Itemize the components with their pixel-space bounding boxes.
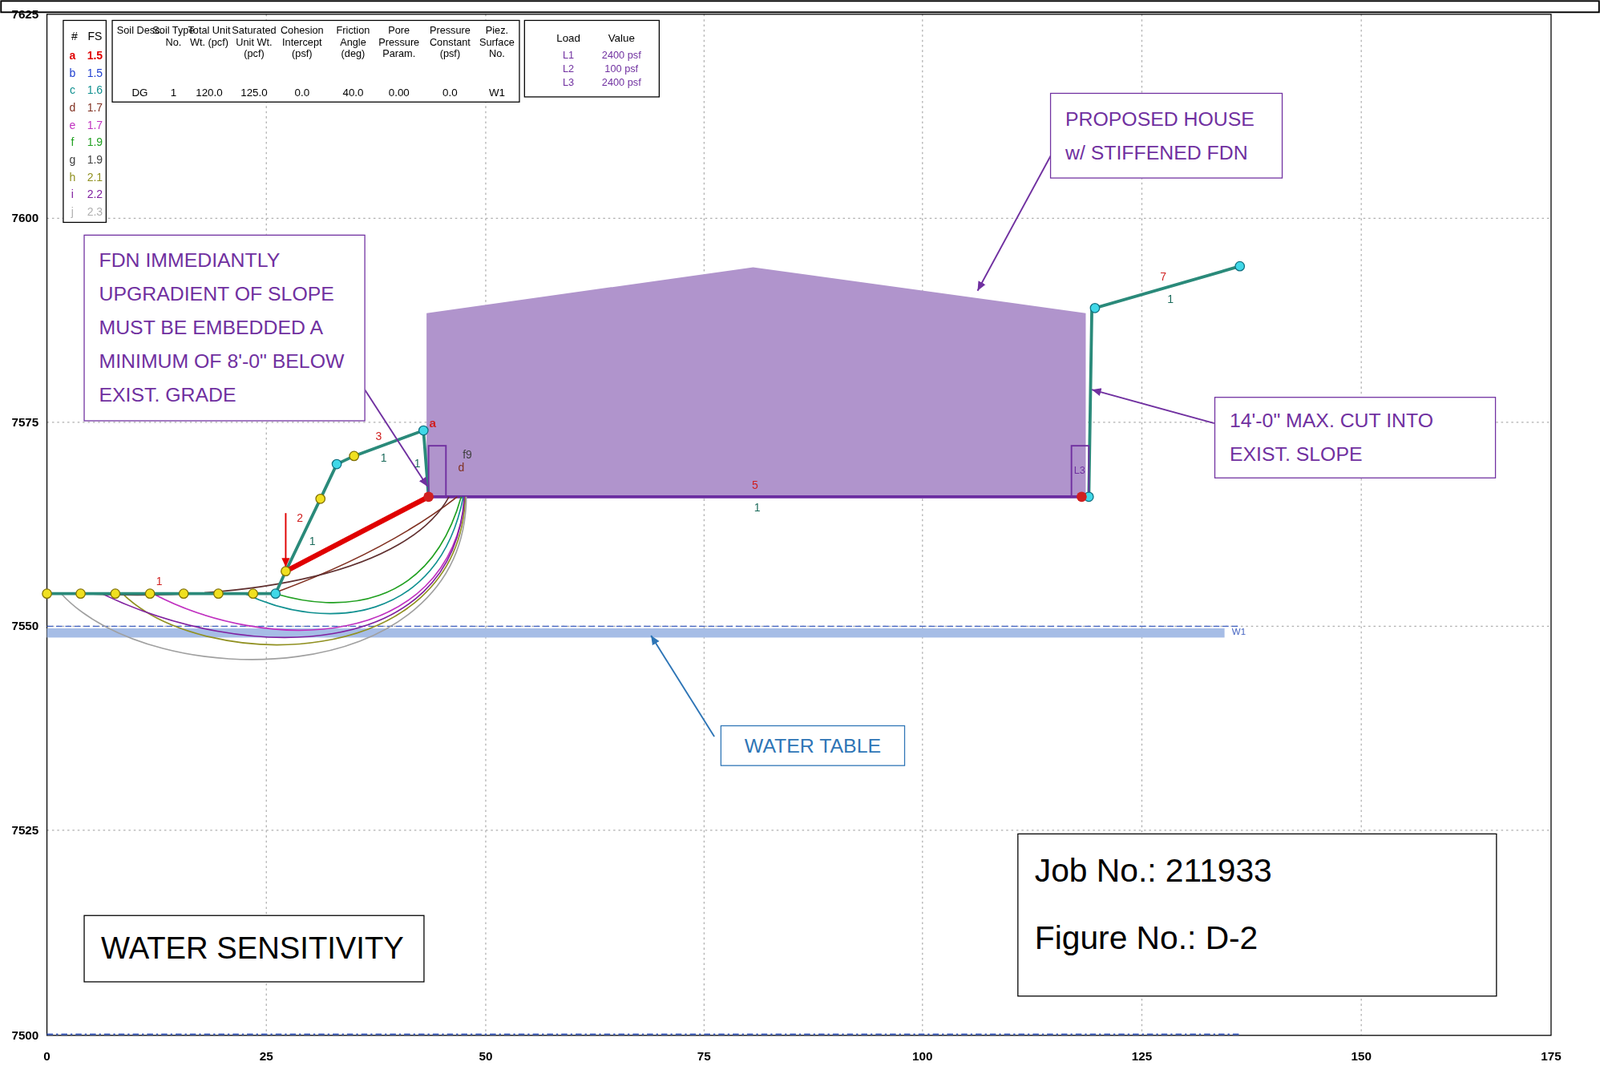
legend-key: d	[68, 102, 76, 115]
axis-tick: 175	[1540, 1050, 1561, 1064]
legend-value: 1.5	[87, 67, 103, 80]
axis-tick: 7500	[11, 1029, 39, 1043]
segment-number: 3	[375, 430, 382, 443]
table-cell: L2	[562, 64, 574, 75]
axis-tick: 7525	[11, 824, 39, 837]
table-header: Pore Pressure Param.	[375, 24, 423, 61]
table-cell: 2400 psf	[602, 50, 642, 61]
table-cell: DG	[131, 87, 148, 99]
segment-number: 1	[414, 458, 421, 471]
callout-box: 14'-0" MAX. CUT INTO EXIST. SLOPE	[1214, 396, 1496, 479]
table-cell: 0.00	[388, 87, 410, 99]
callout-text: PROPOSED HOUSE w/ STIFFENED FDN	[1065, 101, 1268, 170]
legend-value: 2.1	[87, 171, 103, 184]
table-cell: FS	[87, 30, 102, 43]
table-cell: 1	[170, 87, 177, 99]
legend-key: b	[68, 67, 76, 80]
legend-value: 1.9	[87, 153, 103, 166]
axis-tick: 7575	[11, 416, 39, 429]
callout-text: Figure No.: D-2	[1034, 904, 1480, 972]
table-header: Piez. Surface No.	[473, 24, 522, 61]
legend-value: 2.2	[87, 189, 103, 202]
callout-text: WATER TABLE	[733, 732, 892, 760]
axis-tick: 7625	[11, 8, 39, 21]
callout-box: WATER TABLE	[720, 725, 906, 767]
table-cell: #	[71, 30, 78, 43]
axis-tick: 75	[697, 1050, 712, 1064]
table-cell: L3	[562, 76, 574, 88]
table-header: Load	[556, 32, 581, 44]
legend-key: a	[68, 50, 76, 63]
segment-number: 1	[309, 535, 316, 548]
legend-value: 1.7	[87, 119, 103, 132]
table-cell: 125.0	[240, 87, 267, 99]
table-cell: 2400 psf	[602, 76, 642, 88]
legend-value: 1.5	[87, 50, 103, 63]
axis-tick: 0	[43, 1050, 51, 1064]
legend-key: f	[70, 137, 74, 150]
segment-number: 5	[751, 479, 759, 492]
callout-box: FDN IMMEDIANTLY UPGRADIENT OF SLOPE MUST…	[83, 234, 365, 422]
axis-tick: 150	[1350, 1050, 1371, 1064]
legend-key: e	[68, 119, 76, 132]
surface-letter: d	[457, 462, 465, 475]
legend-key: g	[68, 153, 76, 166]
segment-number: 1	[156, 575, 163, 588]
table-cell: W1	[488, 87, 506, 99]
legend-value: 1.9	[87, 137, 103, 150]
legend-value: 1.6	[87, 84, 103, 97]
load-label: L3	[1074, 465, 1086, 477]
table-header: Value	[608, 32, 635, 44]
axis-tick: 100	[912, 1050, 933, 1064]
axis-tick: 7550	[11, 619, 39, 633]
legend-value: 2.3	[87, 206, 103, 219]
table-cell: 100 psf	[604, 64, 639, 75]
title-box: WATER SENSITIVITY	[83, 915, 425, 983]
segment-number: 1	[380, 452, 388, 465]
axis-tick: 7600	[11, 211, 39, 225]
table-header: Saturated Unit Wt. (pcf)	[230, 24, 279, 61]
segment-number: 2	[296, 512, 304, 525]
legend-key: i	[71, 189, 74, 202]
callout-text: WATER SENSITIVITY	[101, 922, 408, 976]
axis-tick: 50	[478, 1050, 493, 1064]
segment-number: 7	[1159, 271, 1167, 284]
callout-text: FDN IMMEDIANTLY UPGRADIENT OF SLOPE MUST…	[98, 243, 350, 413]
segment-number: 1	[1167, 294, 1174, 307]
legend-key: c	[69, 84, 76, 97]
legend-key: h	[68, 171, 76, 184]
table-cell: L1	[562, 50, 574, 61]
surface-letter: a	[428, 416, 437, 430]
info-box: Job No.: 211933Figure No.: D-2	[1017, 833, 1497, 998]
surface-letter: f9	[462, 448, 473, 461]
table-cell: 0.0	[294, 87, 311, 99]
table-cell: 40.0	[342, 87, 364, 99]
table-header: Pressure Constant (psf)	[426, 24, 474, 61]
table-cell: 0.0	[442, 87, 458, 99]
table-header: Friction Angle (deg)	[329, 24, 377, 61]
segment-number: 1	[754, 501, 761, 514]
table-header: Cohesion Intercept (psf)	[278, 24, 327, 61]
legend-key: j	[71, 206, 74, 219]
piezometric-label: W1	[1232, 627, 1246, 638]
axis-tick: 25	[259, 1050, 274, 1064]
axis-tick: 125	[1131, 1050, 1152, 1064]
callout-text: 14'-0" MAX. CUT INTO EXIST. SLOPE	[1229, 404, 1481, 472]
callout-text: Job No.: 211933	[1034, 836, 1480, 905]
legend-value: 1.7	[87, 102, 103, 115]
table-cell: 120.0	[195, 87, 223, 99]
table-header: Total Unit Wt. (pcf)	[185, 24, 234, 49]
callout-box: PROPOSED HOUSE w/ STIFFENED FDN	[1050, 92, 1283, 179]
